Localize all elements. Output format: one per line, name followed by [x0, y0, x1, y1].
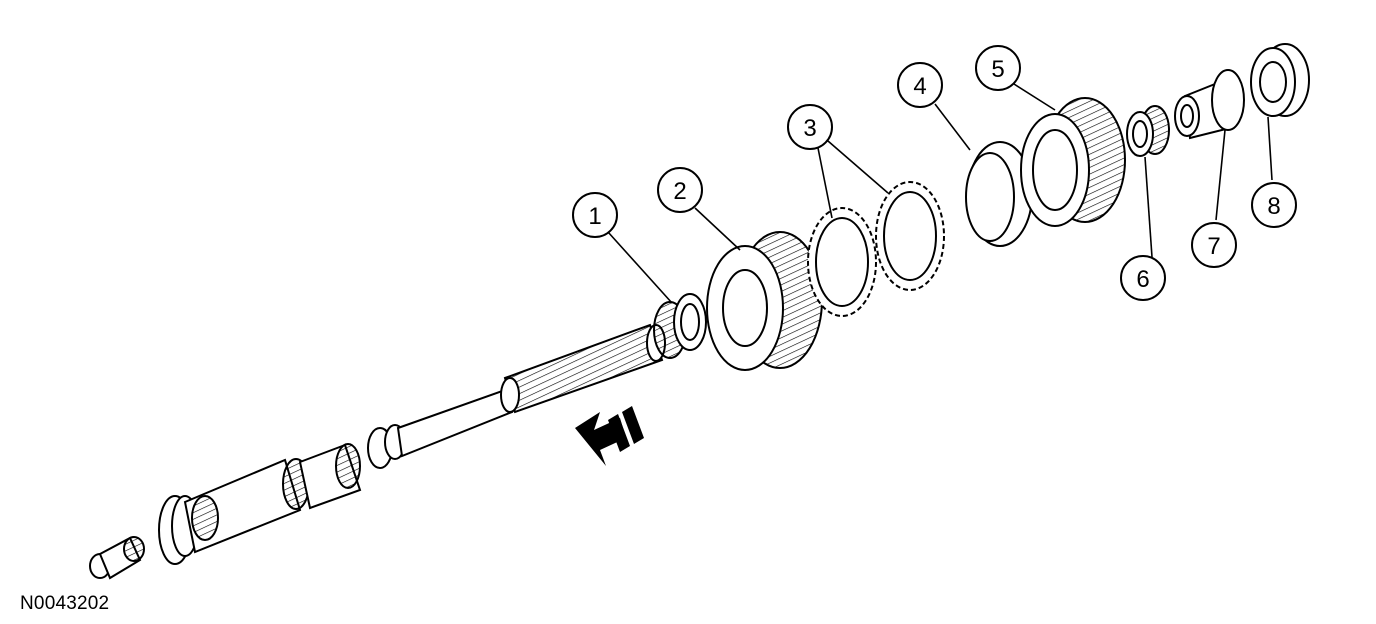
callout-3: 3	[787, 104, 833, 150]
callout-1: 1	[572, 192, 618, 238]
callout-4: 4	[897, 62, 943, 108]
callout-5-label: 5	[991, 56, 1004, 83]
direction-arrow	[575, 406, 644, 466]
synchronizer-rings	[807, 181, 945, 317]
callout-7-label: 7	[1207, 233, 1220, 260]
callout-2: 2	[657, 167, 703, 213]
callout-1-label: 1	[588, 203, 601, 230]
needle-bearing	[653, 293, 707, 359]
second-gear	[1020, 97, 1126, 227]
callout-8: 8	[1251, 182, 1297, 228]
callout-3-label: 3	[803, 115, 816, 142]
callout-8-label: 8	[1267, 193, 1280, 220]
small-needle-bearing	[1126, 105, 1170, 157]
sleeve	[1174, 69, 1245, 140]
thrust-washer	[1250, 43, 1310, 117]
callout-6-label: 6	[1136, 266, 1149, 293]
leader-lines	[607, 83, 1273, 304]
callout-4-label: 4	[913, 73, 926, 100]
first-gear	[706, 231, 823, 371]
figure-id: N0043202	[20, 593, 110, 614]
callout-2-label: 2	[673, 178, 686, 205]
callout-7: 7	[1191, 222, 1237, 268]
callout-5: 5	[975, 45, 1021, 91]
main-shaft	[89, 323, 666, 580]
callout-6: 6	[1120, 255, 1166, 301]
